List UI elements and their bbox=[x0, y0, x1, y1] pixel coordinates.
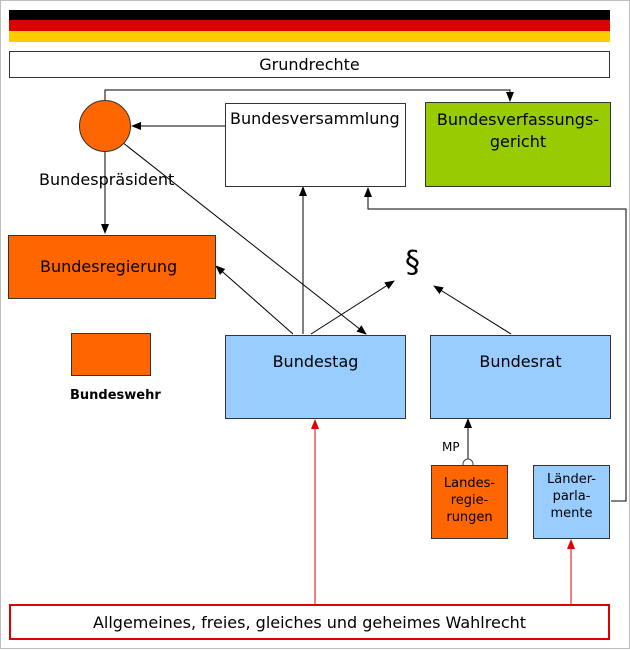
mp-label: MP bbox=[442, 440, 460, 454]
bundesrat-label: Bundesrat bbox=[479, 352, 562, 371]
landesregierungen-label: Landes- regie- rungen bbox=[443, 476, 496, 525]
laenderparlamente-label: Länder- parla- mente bbox=[547, 472, 596, 521]
bundesrat-to-law-arrow bbox=[433, 285, 512, 335]
bundespraesident-circle bbox=[79, 100, 131, 152]
praesident-to-bundestag-arrow bbox=[121, 141, 367, 335]
law-paragraph-symbol: § bbox=[405, 245, 420, 280]
wahlrecht-label: Allgemeines, freies, gleiches und geheim… bbox=[92, 612, 527, 632]
bundesregierung-label: Bundesregierung bbox=[40, 257, 178, 276]
bundesverfassungsgericht-box: Bundesverfassungs- gericht bbox=[425, 102, 611, 187]
bundestag-box: Bundestag bbox=[225, 335, 406, 419]
bundestag-label: Bundestag bbox=[272, 352, 359, 371]
laenderparlamente-box: Länder- parla- mente bbox=[533, 465, 610, 539]
bundesversammlung-label: Bundesversammlung bbox=[230, 109, 400, 128]
praesident-to-verfassungsgericht-line bbox=[104, 89, 514, 102]
bundestag-to-law-arrow bbox=[310, 280, 395, 335]
bundesregierung-box: Bundesregierung bbox=[8, 235, 216, 299]
bundeswehr-label: Bundeswehr bbox=[70, 388, 161, 403]
flag-red-stripe bbox=[9, 20, 610, 31]
laenderparlamente-to-versammlung-line bbox=[364, 187, 627, 502]
bundespraesident-label: Bundespräsident bbox=[39, 170, 175, 189]
bundesverfassungsgericht-label: Bundesverfassungs- gericht bbox=[436, 110, 600, 151]
landesregierungen-box: Landes- regie- rungen bbox=[431, 465, 508, 539]
bundesrat-box: Bundesrat bbox=[430, 335, 611, 419]
bundeswehr-box bbox=[71, 333, 151, 376]
grundrechte-label: Grundrechte bbox=[259, 55, 360, 74]
grundrechte-box: Grundrechte bbox=[9, 51, 610, 78]
wahlrecht-box: Allgemeines, freies, gleiches und geheim… bbox=[9, 604, 610, 640]
flag-black-stripe bbox=[9, 10, 610, 20]
bundestag-to-regierung-arrow bbox=[215, 265, 294, 335]
bundesversammlung-box: Bundesversammlung bbox=[225, 103, 406, 187]
flag-gold-stripe bbox=[9, 31, 610, 42]
